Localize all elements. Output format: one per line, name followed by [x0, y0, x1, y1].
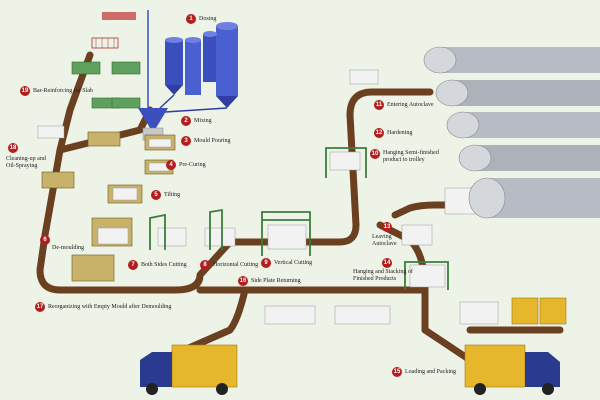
- step-label-hanging-and-stacking: Hanging and Stacking of Finished Product…: [353, 269, 413, 282]
- step-label-leaving-autoclave: Leaving Autoclave: [372, 234, 397, 247]
- container-icon: [171, 297, 567, 388]
- step-badge: 17: [35, 302, 45, 312]
- step-badge: 5: [151, 190, 161, 200]
- step-badge: 14: [382, 258, 392, 268]
- step-badge: 16: [238, 276, 248, 286]
- block-stack-icon: [37, 69, 499, 325]
- step-badge: 7: [128, 260, 138, 270]
- block-stack-icon: [267, 224, 307, 250]
- step-badge: 13: [382, 222, 392, 232]
- autoclave-icon: [423, 46, 600, 219]
- step-label-vertical-cutting: Vertical Cutting: [274, 260, 313, 266]
- step-label-mixing: Mixing: [194, 118, 212, 124]
- step-label-reorganizing: Reorganizing with Empty Mould after Demo…: [48, 304, 172, 310]
- step-badge: 6: [40, 235, 50, 245]
- step-label-tilting: Tilting: [164, 192, 181, 198]
- step-label-hardening: Hardening: [387, 130, 413, 136]
- step-label-loading-and-packing: Loading and Packing: [405, 369, 456, 375]
- step-badge: 1: [186, 14, 196, 24]
- step-label-bar-reinforcing: Bar-Reinforcing for Slab: [33, 88, 93, 94]
- step-label-cleaning-up: Cleaning-up and Oil-Spraying: [6, 156, 46, 169]
- step-label-de-moulding: De-moulding: [52, 245, 84, 251]
- silo-icon: [147, 10, 238, 113]
- step-badge: 15: [392, 367, 402, 377]
- step-label-both-sides-cutting: Both Sides Cutting: [141, 262, 187, 268]
- reinforcing-mesh-icon: [91, 12, 136, 49]
- step-badge: 18: [8, 143, 18, 153]
- step-badge: 11: [374, 100, 384, 110]
- step-label-hanging-semi-finished: Hanging Semi-finished product to trolley: [383, 150, 439, 163]
- step-label-mould-pouring: Mould Pouring: [194, 138, 231, 144]
- conveyor-track: [36, 51, 564, 369]
- step-label-dosing: Dosing: [199, 16, 217, 22]
- bar-reinforcing-station-icon: [71, 61, 141, 109]
- truck-icon: [140, 352, 560, 395]
- step-badge: 10: [370, 149, 380, 159]
- step-badge: 4: [166, 160, 176, 170]
- step-label-pre-curing: Pre-Curing: [179, 162, 206, 168]
- step-label-side-plate-returning: Side Plate Returning: [251, 278, 301, 284]
- step-badge: 2: [181, 116, 191, 126]
- cutting-frame-icon: [149, 147, 449, 290]
- step-badge: 3: [181, 136, 191, 146]
- step-badge: 9: [261, 258, 271, 268]
- step-badge: 8: [200, 260, 210, 270]
- step-label-entering-autoclave: Entering Autoclave: [387, 102, 434, 108]
- step-label-horizontal-cutting: Horizontal Cutting: [213, 262, 259, 268]
- step-badge: 19: [20, 86, 30, 96]
- step-badge: 12: [374, 128, 384, 138]
